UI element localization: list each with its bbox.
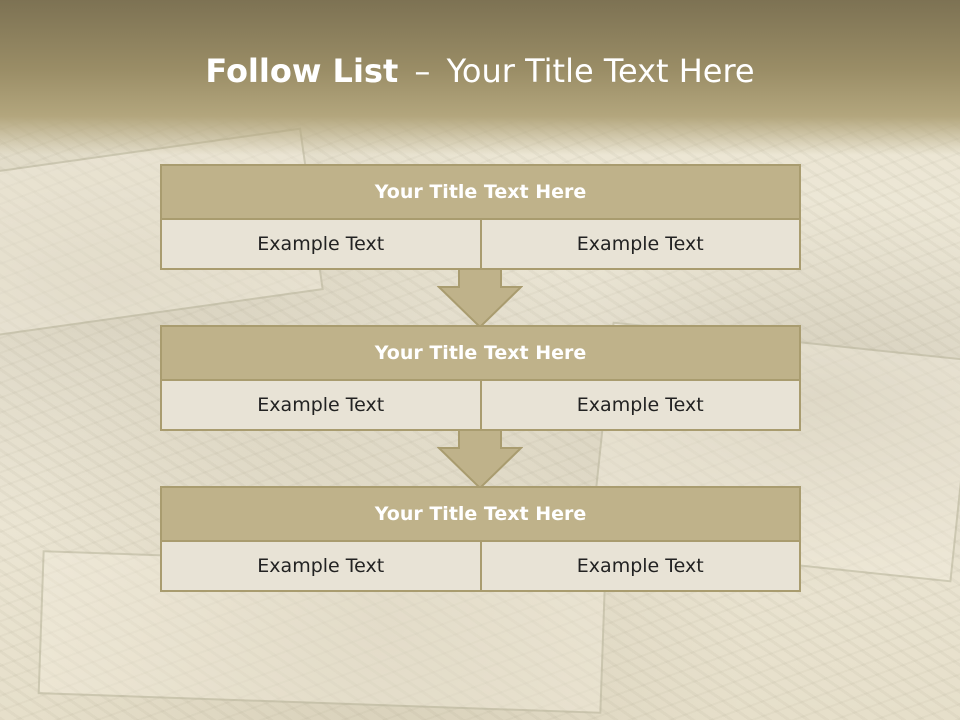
down-arrow-icon	[437, 269, 523, 329]
title-separator: –	[414, 52, 431, 90]
block-row: Example Text Example Text	[160, 220, 801, 270]
block-row: Example Text Example Text	[160, 381, 801, 431]
block-title: Your Title Text Here	[160, 486, 801, 542]
block-cell-left: Example Text	[160, 542, 482, 592]
list-block-2: Your Title Text Here Example Text Exampl…	[160, 325, 801, 431]
page-title: Follow List – Your Title Text Here	[0, 52, 960, 90]
block-title: Your Title Text Here	[160, 325, 801, 381]
title-rest: Your Title Text Here	[446, 52, 755, 90]
down-arrow-icon	[437, 430, 523, 490]
block-title: Your Title Text Here	[160, 164, 801, 220]
block-cell-left: Example Text	[160, 220, 482, 270]
block-cell-left: Example Text	[160, 381, 482, 431]
list-block-1: Your Title Text Here Example Text Exampl…	[160, 164, 801, 270]
title-banner	[0, 0, 960, 155]
title-bold: Follow List	[205, 52, 399, 90]
block-cell-right: Example Text	[481, 542, 801, 592]
block-cell-right: Example Text	[481, 220, 801, 270]
list-block-3: Your Title Text Here Example Text Exampl…	[160, 486, 801, 592]
block-row: Example Text Example Text	[160, 542, 801, 592]
block-cell-right: Example Text	[481, 381, 801, 431]
